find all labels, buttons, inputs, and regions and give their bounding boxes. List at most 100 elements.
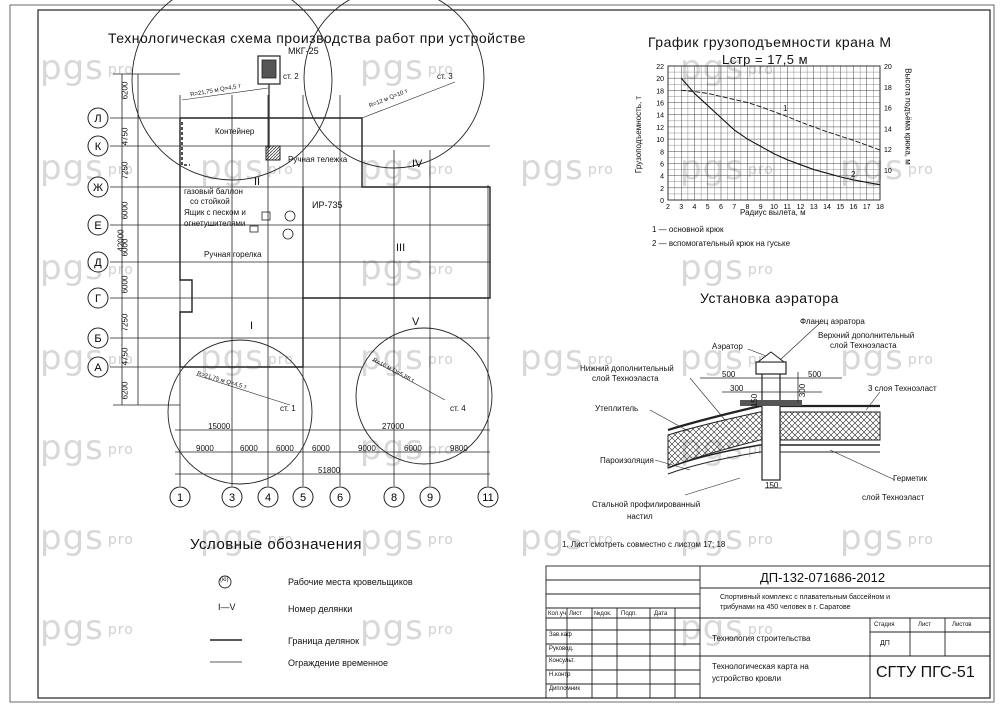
balloon-label: газовый баллон [184,187,243,196]
stamp-row-label: Зав.каф [549,632,572,638]
project-description: Спортивный комплекс с плавательным бассе… [720,594,891,601]
chart-x-tick: 15 [836,204,844,211]
left-dim: 4750 [120,347,130,366]
chart-y-tick: 16 [656,101,664,108]
chart-x-tick: 14 [823,204,831,211]
section-label: IV [412,158,423,170]
chart-y-tick: 8 [660,149,664,156]
left-dim: 4750 [120,127,130,146]
inner-frame [37,9,991,699]
stamp-col-header: №док. [594,611,612,617]
station-label: ст. 2 [283,72,299,81]
container-label: Контейнер [215,127,255,136]
cart-label: Ручная тележка [288,155,348,164]
row-axis-label: Б [94,333,101,345]
legend-symbols [210,575,242,663]
aerator-label: Фланец аэратора [800,317,865,326]
chart-x-tick: 18 [876,204,884,211]
building-plan [110,0,493,486]
stage-header: Стадия [874,622,895,628]
chart-y2-tick: 20 [884,64,892,71]
row-axis-bubble [87,214,109,236]
chart-y-tick: 20 [656,76,664,83]
chart-x-tick: 2 [666,204,670,211]
plan-title: Технологическая схема производства работ… [108,30,526,46]
left-total-dim: 42000 [116,229,126,252]
document-code: ДП-132-071686-2012 [760,570,886,585]
chart-y-tick: 12 [656,125,664,132]
stamp-col-header: Лист [569,611,583,617]
left-dim: 7250 [120,313,130,332]
bottom-total-dim: 51800 [318,466,341,475]
column-axis-bubble [221,486,243,508]
aerator-dim: 500 [808,370,822,379]
bottom-dim: 9000 [196,444,214,453]
chart-y2-tick: 10 [884,168,892,175]
row-axis-bubble [87,327,109,349]
column-axis-bubble [329,486,351,508]
column-axis-bubble [419,486,441,508]
bottom-dim: 15000 [208,422,231,431]
curve-label: 1 [783,104,788,113]
row-axis-label: Г [95,293,101,305]
station-label: ст. 4 [450,404,466,413]
left-dim: 6200 [120,381,130,400]
aerator-label: Стальной профилированный [592,500,701,509]
box-label: огнетушителями [184,219,246,228]
chart-y-tick: 6 [660,161,664,168]
column-axis-label: 8 [391,492,397,504]
chart-y-tick: 14 [656,113,664,120]
legend-title: Условные обозначения [190,536,363,553]
chart-y2-tick: 12 [884,147,892,154]
chart-x-tick: 17 [863,204,871,211]
left-dim: 6200 [120,81,130,100]
crane-label: МКГ-25 [288,46,319,56]
aerator-dim: 300 [730,384,744,393]
legend-text: Граница делянок [288,636,360,646]
chart-y-tick: 22 [656,64,664,71]
section-label: II [254,176,261,188]
column-axis-bubble [257,486,279,508]
title-block-lines [545,565,991,699]
column-axis-bubble [477,486,499,508]
stamp-row-label: Дипломник [549,686,580,692]
bottom-dim: 27000 [382,422,405,431]
chart-subtitle: Lстр = 17,5 м [722,52,809,67]
chart-y-tick: 2 [660,186,664,193]
column-axis-label: 5 [300,492,306,504]
sheets-header: Листов [952,622,972,628]
chart-x-tick: 8 [746,204,750,211]
curve-label: 2 [851,170,856,179]
aerator-label: Герметик [893,474,928,483]
row-axis-bubble [87,287,109,309]
row-axis-label: К [95,141,102,153]
row-axis-bubble [87,107,109,129]
bottom-dim: 9800 [450,444,468,453]
column-axis-label: 1 [177,492,183,504]
chart-series-line [681,89,881,151]
left-dim: 6000 [120,201,130,220]
chart-x-tick: 12 [797,204,805,211]
column-axis-label: 9 [427,492,433,504]
station-label: ст. 1 [280,404,296,413]
legend-text: Номер делянки [288,604,353,614]
chart-y-left-label: Грузоподъемность, т [634,95,644,174]
aerator-dim: 300 [798,383,808,398]
row-axis-label: А [94,362,102,374]
bottom-dim: 6000 [404,444,422,453]
bottom-dim: 6000 [312,444,330,453]
stamp-col-header: Подп. [621,611,637,617]
sheet-title: Технологическая карта на [712,662,809,671]
row-axis-label: Л [94,113,101,125]
aerator-label: 3 слоя Техноэласт [868,384,937,393]
stage-value: ДП [880,640,890,647]
bottom-dim: 6000 [276,444,294,453]
aerator-label: слой Техноэласта [592,374,659,383]
column-axis-label: 6 [337,492,343,504]
stamp-row-label: Н.контр [549,672,571,678]
aerator-label: настил [627,512,653,521]
